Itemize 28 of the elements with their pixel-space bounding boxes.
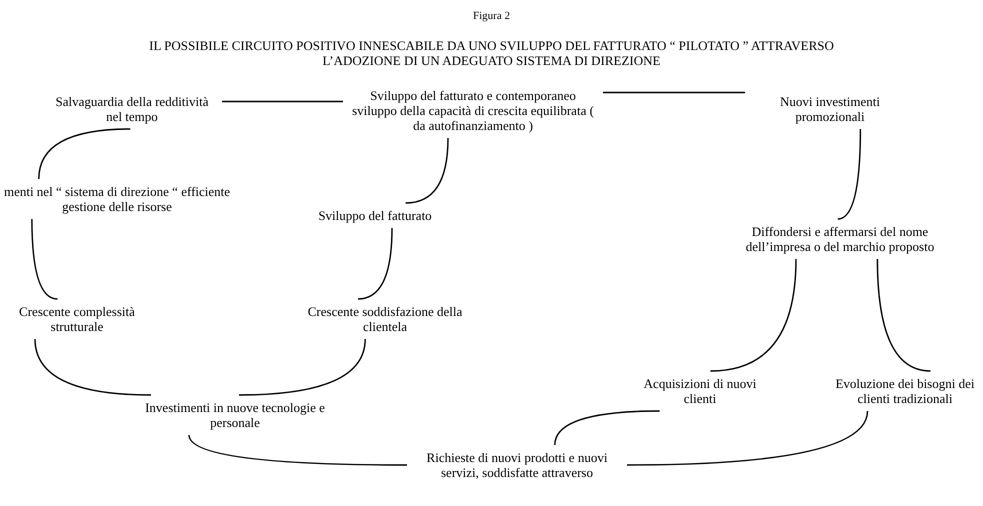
connector-line — [603, 92, 745, 94]
connector-line — [838, 129, 862, 220]
connector-line — [238, 338, 366, 396]
connector-line — [38, 128, 130, 180]
node-text: Evoluzione dei bisogni dei clienti tradizionali — [834, 376, 976, 406]
connector-line — [710, 258, 797, 372]
node-text: Nuovi investimenti promozionali — [778, 94, 882, 124]
node-text: Crescente complessità strutturale — [18, 304, 136, 334]
connector-line — [876, 258, 931, 372]
connector-line — [31, 219, 58, 300]
diagram-title: IL POSSIBILE CIRCUITO POSITIVO INNESCABILE DA UNO SVILUPPO DEL FATTURATO “ PILOTATO ” ATTRAVERSO L’ADOZIONE DI UN ADEGUATO SISTEMA DI DIREZIONE — [148, 38, 835, 68]
node-text: Sviluppo del fatturato — [318, 208, 432, 223]
node-text: Sviluppo del fatturato e contemporaneo sviluppo della capacità di crescita equilibrata ( da autofinanziamento ) — [351, 88, 595, 133]
node-text: Salvaguardia della redditività nel tempo — [54, 94, 210, 124]
connector-line — [554, 410, 660, 446]
connector-line — [406, 138, 449, 204]
node-text: Investimenti in nuove tecnologie e personale — [144, 400, 326, 430]
connector-line — [627, 410, 868, 466]
node-text: Richieste di nuovi prodotti e nuovi servizi, soddisfatte attraverso — [426, 450, 608, 480]
node-text: Acquisizioni di nuovi clienti — [642, 376, 758, 406]
connector-line — [188, 434, 407, 466]
figure-number: Figura 2 — [473, 9, 510, 24]
node-text: menti nel “ sistema di direzione “ efficiente gestione delle risorse — [2, 184, 232, 214]
connector-line — [222, 100, 343, 102]
node-text: Diffondersi e affermarsi del nome dell’impresa o del marchio proposto — [744, 224, 936, 254]
connector-line — [34, 338, 152, 396]
connector-line — [358, 228, 393, 300]
node-text: Crescente soddisfazione della clientela — [306, 304, 464, 334]
